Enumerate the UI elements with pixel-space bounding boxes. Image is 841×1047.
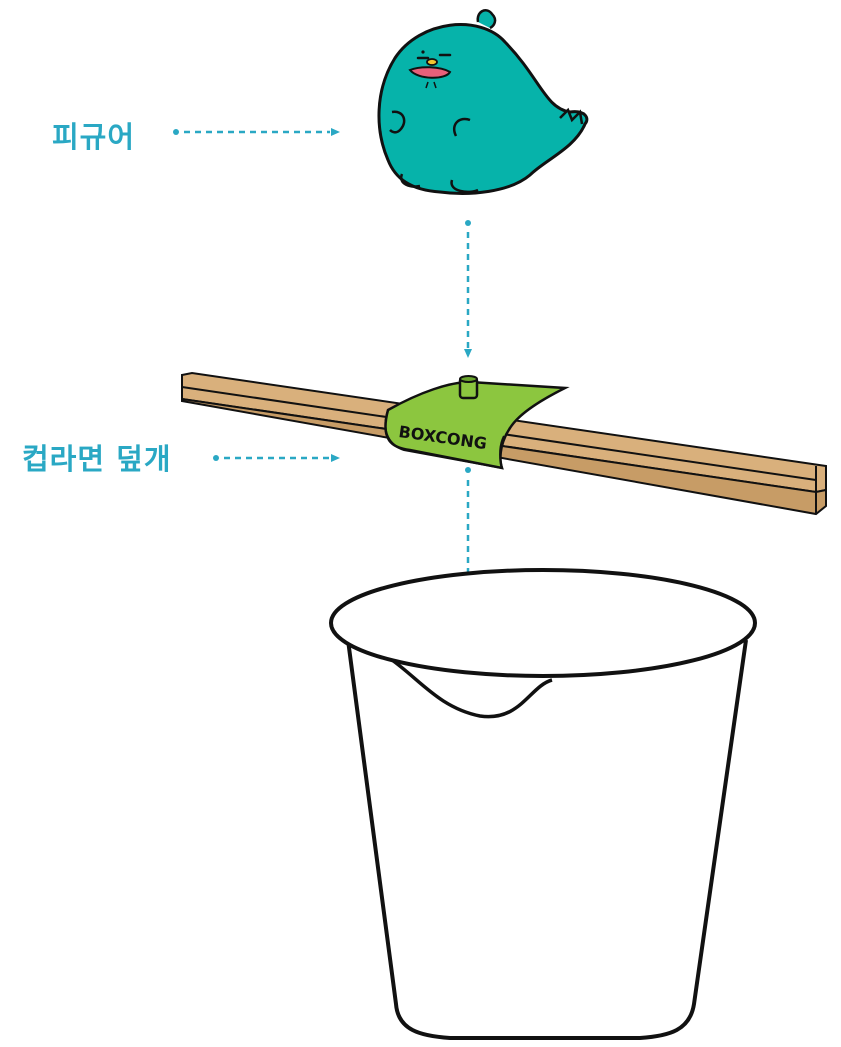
figure-leader-arrow xyxy=(173,128,340,136)
dinosaur-figure-icon xyxy=(379,10,587,193)
lid-leader-arrow xyxy=(213,454,340,462)
paper-cup-icon xyxy=(331,570,755,1038)
figure-to-lid-arrow xyxy=(464,220,472,358)
